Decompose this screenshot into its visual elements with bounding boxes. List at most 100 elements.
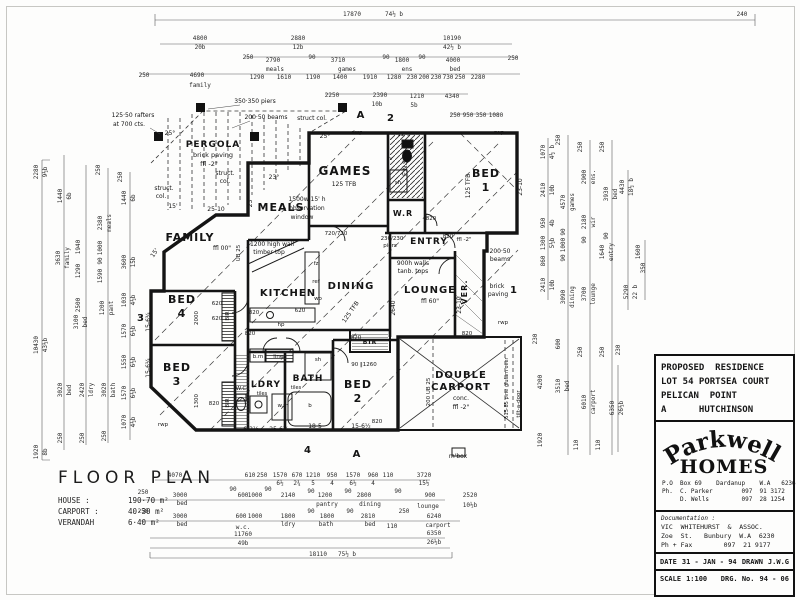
- plan-label: BIR: [225, 398, 231, 407]
- dim-label: 10190: [443, 35, 461, 42]
- dim-label: 1280: [387, 74, 402, 81]
- dim-label: 600: [555, 338, 562, 349]
- dim-label: 90: [344, 488, 352, 495]
- dim-label: dining: [359, 501, 381, 508]
- dim-label: 250: [57, 432, 64, 443]
- dim-label: 26½b: [427, 539, 442, 546]
- plan-label: rwp: [498, 320, 509, 326]
- dim-label: 1600: [635, 244, 642, 259]
- plan-label: 200·50: [490, 248, 511, 255]
- dim-label: 6½b: [130, 387, 137, 398]
- plan-label: w.m: [277, 403, 288, 409]
- plan-label: fz: [314, 261, 319, 267]
- dim-label: 4200: [537, 374, 544, 389]
- dim-label: 5½b: [549, 237, 556, 248]
- dim-label: 26½b: [618, 400, 625, 415]
- plan-label: tilt-a-door: [516, 390, 522, 418]
- project-line1: PROPOSED RESIDENCE: [661, 363, 764, 373]
- plan-label: 3: [173, 375, 182, 388]
- dim-label: 1570: [273, 472, 288, 479]
- plan-label: at 700 cts.: [113, 121, 145, 128]
- dim-label: 2410: [540, 277, 547, 292]
- dim-label: 6b: [130, 194, 137, 202]
- dim-label: 1190: [306, 74, 321, 81]
- plan-label: 15': [149, 247, 160, 259]
- dim-label: 860: [540, 255, 547, 266]
- dim-label: 250: [257, 472, 268, 479]
- dim-label: 1440: [57, 188, 64, 203]
- dim-label: bed: [365, 521, 376, 528]
- plan-label: 515·85 pine glulam over: [504, 356, 510, 418]
- dim-label: 6½: [349, 480, 357, 487]
- dim-label: 90: [603, 232, 610, 240]
- dim-label: 1070: [540, 144, 547, 159]
- plan-label: 23-10: [456, 296, 463, 314]
- dim-label: 4430: [619, 179, 626, 194]
- plan-label: ENTRY: [410, 237, 448, 247]
- plan-label: tiles: [257, 391, 268, 397]
- phone-line1: Ph. C. Parker 097 91 3172: [662, 488, 785, 495]
- documentation-heading: Documentation :: [661, 515, 716, 522]
- plan-label: 820: [426, 216, 437, 222]
- house-area-value: 190·70 m²: [128, 496, 169, 505]
- dim-label: 3000: [173, 492, 188, 499]
- dim-label: 3700: [581, 286, 588, 301]
- dim-label: 10b: [549, 279, 556, 290]
- dim-label: bath: [110, 382, 117, 397]
- dim-label: 230: [407, 74, 418, 81]
- dim-label: 20b: [195, 44, 206, 51]
- dim-label: 1300: [540, 235, 547, 250]
- dim-label: 90: [394, 488, 402, 495]
- phone-line2: D. Wells 097 28 1254: [662, 496, 785, 503]
- plan-label: 90 ‖1260: [351, 362, 377, 368]
- dim-label: 4070: [168, 472, 183, 479]
- plan-label: timber top: [253, 249, 285, 256]
- drawn-label: DRAWN: [741, 557, 763, 566]
- project-line4: A HUTCHINSON: [661, 405, 754, 415]
- dim-label: 1000: [248, 513, 263, 520]
- pergola-layer: [149, 103, 348, 210]
- plan-label: A: [357, 110, 366, 121]
- drawn-value: J.W.G: [767, 557, 789, 566]
- dim-label: 110: [573, 439, 580, 450]
- plan-label: W.C: [236, 386, 247, 392]
- dim-label: 2380: [97, 215, 104, 230]
- dim-label: bed: [177, 500, 188, 507]
- dim-label: dining: [569, 286, 576, 308]
- dim-label: 250: [455, 74, 466, 81]
- plan-label: BED: [163, 361, 191, 374]
- dim-label: 1000: [97, 240, 104, 255]
- dim-label: 110: [387, 523, 398, 530]
- dim-label: wir: [590, 216, 597, 227]
- plan-label: wo: [314, 296, 322, 302]
- dim-label: 90: [97, 257, 104, 265]
- dim-label: 1210: [306, 472, 321, 479]
- dim-label: 110: [383, 472, 394, 479]
- dim-label: 1800: [281, 513, 296, 520]
- dim-label: 49b: [238, 540, 249, 547]
- dim-label: 6½b: [130, 325, 137, 336]
- dim-label: 250: [450, 112, 461, 119]
- plan-label: window: [291, 214, 314, 221]
- dim-label: pant: [108, 300, 115, 315]
- dim-label: 1290: [75, 263, 82, 278]
- dim-label: 4½ b: [549, 144, 556, 159]
- plan-label: 4: [304, 445, 312, 456]
- dim-label: 2140: [281, 492, 296, 499]
- plan-label: hp: [278, 322, 285, 328]
- dim-label: 250: [577, 346, 584, 357]
- dim-label: 250: [577, 141, 584, 152]
- plan-label: LOUNGE: [404, 285, 456, 296]
- plan-label: ffl -2": [200, 160, 218, 168]
- plan-label: ffl -2": [453, 404, 470, 411]
- dim-label: 2280: [33, 164, 40, 179]
- dim-label: 6350: [427, 530, 442, 537]
- dim-label: 18½ b: [628, 178, 635, 196]
- dim-label: 350: [640, 262, 647, 273]
- plan-label: 12-5: [397, 131, 411, 138]
- dim-label: 2¾: [293, 480, 301, 487]
- dim-label: 4690: [190, 72, 205, 79]
- dim-label: ens.: [590, 170, 597, 184]
- plan-label: tiles: [291, 385, 302, 391]
